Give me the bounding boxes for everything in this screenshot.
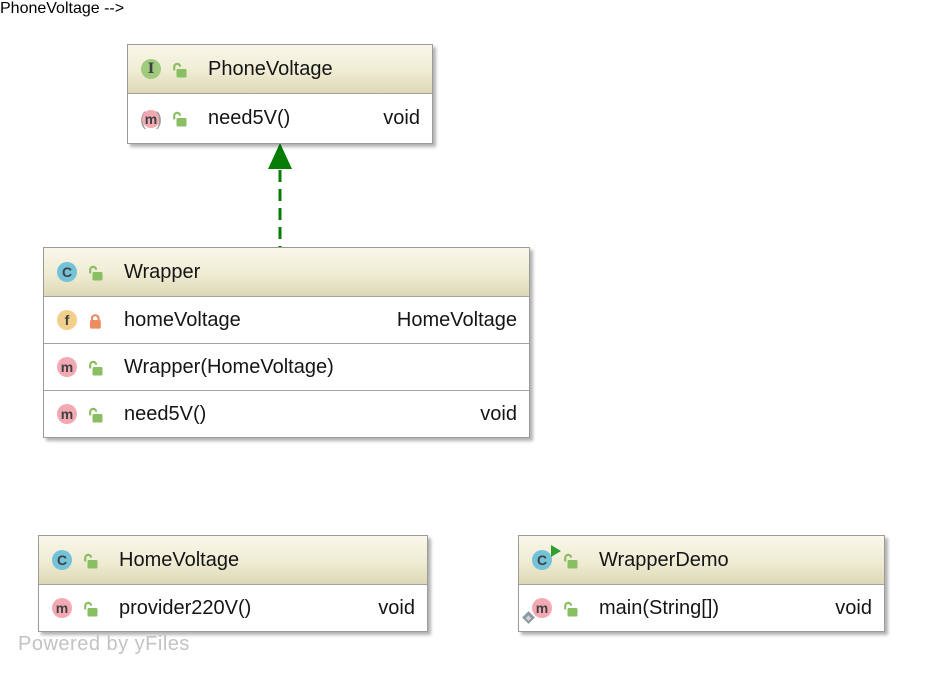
class-title: HomeVoltage <box>119 548 240 571</box>
class-icon: C <box>54 261 80 283</box>
abstract-method-icon: ( m ) <box>138 108 164 130</box>
public-open-lock-icon <box>89 360 103 375</box>
wrapperdemo-header[interactable]: C WrapperDemo <box>519 536 884 584</box>
member-row-need5v-method[interactable]: m need5V() void <box>44 390 529 437</box>
class-icon: C <box>49 549 75 571</box>
member-name: provider220V() <box>119 596 252 619</box>
method-icon: m <box>49 597 75 619</box>
member-row-main-static[interactable]: m main(String[]) void <box>519 584 884 631</box>
class-icon-letter: C <box>532 550 552 570</box>
member-name: homeVoltage <box>124 308 241 331</box>
interface-icon-letter: I <box>141 59 161 79</box>
phonevoltage-header[interactable]: I PhoneVoltage <box>128 45 432 93</box>
public-open-lock-icon <box>564 601 578 616</box>
field-icon: f <box>54 309 80 331</box>
method-icon-letter: m <box>52 598 72 618</box>
member-row-provider220v[interactable]: m provider220V() void <box>39 584 427 631</box>
yfiles-watermark: Powered by yFiles <box>18 633 190 655</box>
method-icon: m <box>54 356 80 378</box>
method-icon: m <box>54 403 80 425</box>
interface-icon: I <box>138 58 164 80</box>
class-title: PhoneVoltage <box>208 57 333 80</box>
class-node-phonevoltage[interactable]: I PhoneVoltage ( m ) need5V() void <box>127 44 433 144</box>
public-open-lock-icon <box>564 553 578 568</box>
member-name: Wrapper(HomeVoltage) <box>124 355 334 378</box>
method-icon-letter: m <box>532 598 552 618</box>
public-open-lock-icon <box>173 62 187 77</box>
class-icon-letter: C <box>57 262 77 282</box>
member-type: void <box>383 107 420 129</box>
public-open-lock-icon <box>89 265 103 280</box>
realization-arrowhead <box>268 143 292 169</box>
member-type: void <box>480 402 517 425</box>
member-type: HomeVoltage <box>396 308 517 331</box>
class-node-wrapperdemo[interactable]: C WrapperDemo m main(String[]) void <box>518 535 885 632</box>
member-name: need5V() <box>124 402 207 425</box>
field-icon-letter: f <box>57 310 77 330</box>
class-node-homevoltage[interactable]: C HomeVoltage m provider220V() void <box>38 535 428 632</box>
public-open-lock-icon <box>84 553 98 568</box>
member-name: need5V() <box>208 107 291 129</box>
member-row-wrapper-constructor[interactable]: m Wrapper(HomeVoltage) <box>44 343 529 390</box>
member-row-homevoltage-field[interactable]: f homeVoltage HomeVoltage <box>44 296 529 343</box>
class-title: Wrapper <box>124 260 201 283</box>
run-marker-icon <box>551 545 561 557</box>
method-icon-letter: m <box>57 404 77 424</box>
private-closed-lock-icon <box>90 313 101 329</box>
static-method-icon: m <box>522 597 555 624</box>
member-row-need5v-abstract[interactable]: ( m ) need5V() void <box>128 93 432 143</box>
class-title: WrapperDemo <box>599 548 729 571</box>
public-open-lock-icon <box>173 111 187 127</box>
runnable-class-icon: C <box>529 545 561 571</box>
homevoltage-header[interactable]: C HomeVoltage <box>39 536 427 584</box>
member-type: void <box>378 596 415 619</box>
member-name: main(String[]) <box>599 596 720 619</box>
abstract-paren-close: ) <box>156 108 162 129</box>
wrapper-header[interactable]: C Wrapper <box>44 248 529 296</box>
realization-edge-wrapper-phonevoltage[interactable] <box>258 141 302 249</box>
public-open-lock-icon <box>84 601 98 616</box>
class-icon-letter: C <box>52 550 72 570</box>
method-icon-letter: m <box>142 109 160 128</box>
method-icon-letter: m <box>57 357 77 377</box>
class-node-wrapper[interactable]: C Wrapper f homeVoltage HomeVoltage m <box>43 247 530 438</box>
member-type: void <box>835 596 872 619</box>
public-open-lock-icon <box>89 407 103 422</box>
